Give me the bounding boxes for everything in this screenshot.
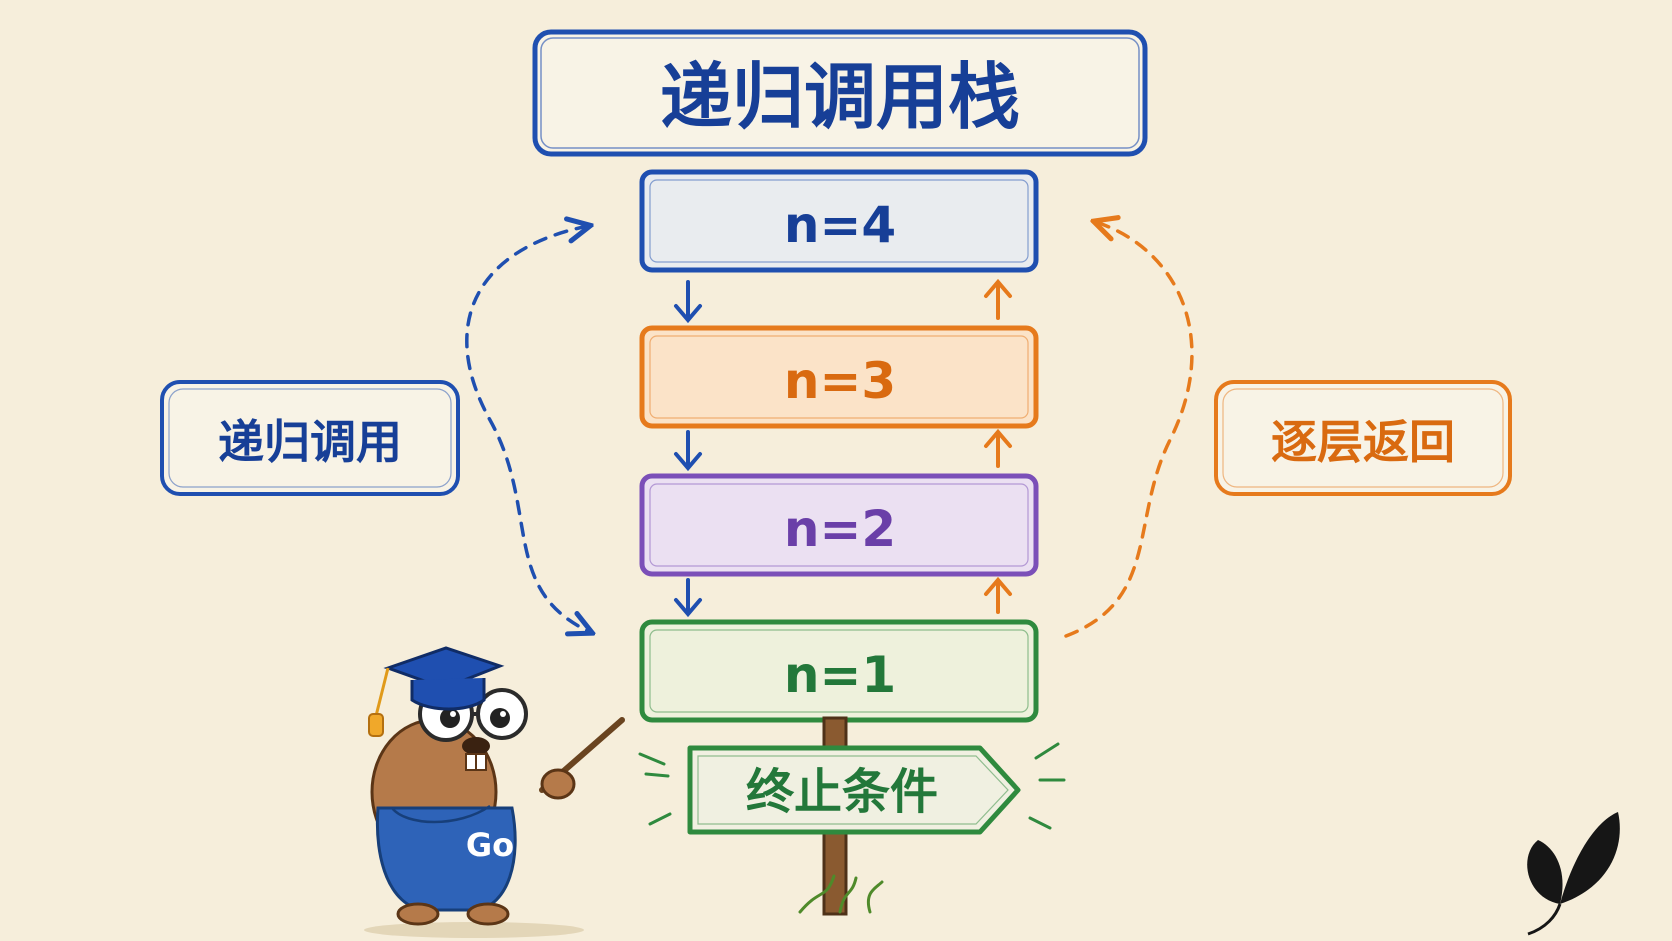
page-title: 递归调用栈 [660,55,1020,139]
gopher-icon: Go [364,646,625,938]
mascot-shirt-text: Go [466,826,514,864]
recursive-call-label: 递归调用 [218,415,402,469]
butterfly-icon [1527,812,1620,936]
stack-frame-n4: n=4 [639,169,1039,273]
stack-frame-n2: n=2 [639,473,1039,577]
return-label: 逐层返回 [1271,415,1455,469]
stack-frame-label: n=1 [784,646,896,704]
stack-frame-label: n=3 [784,352,896,410]
recursive-call-label-box: 递归调用 [160,380,460,496]
return-curve [1064,222,1194,638]
recursive-call-curve [465,226,590,632]
stack-frame-label: n=4 [784,196,896,254]
base-case-sign-board [687,745,1021,835]
stack-frame-label: n=2 [784,500,896,558]
base-case-signpost: 终止条件 [638,716,1066,916]
stack-frame-n3: n=3 [639,325,1039,429]
title-box: 递归调用栈 [532,29,1148,157]
return-label-box: 逐层返回 [1214,380,1512,496]
return-arrows [984,278,1012,614]
base-case-label: 终止条件 [746,764,938,820]
stack-frame-n1: n=1 [639,619,1039,723]
call-arrows [674,280,702,618]
